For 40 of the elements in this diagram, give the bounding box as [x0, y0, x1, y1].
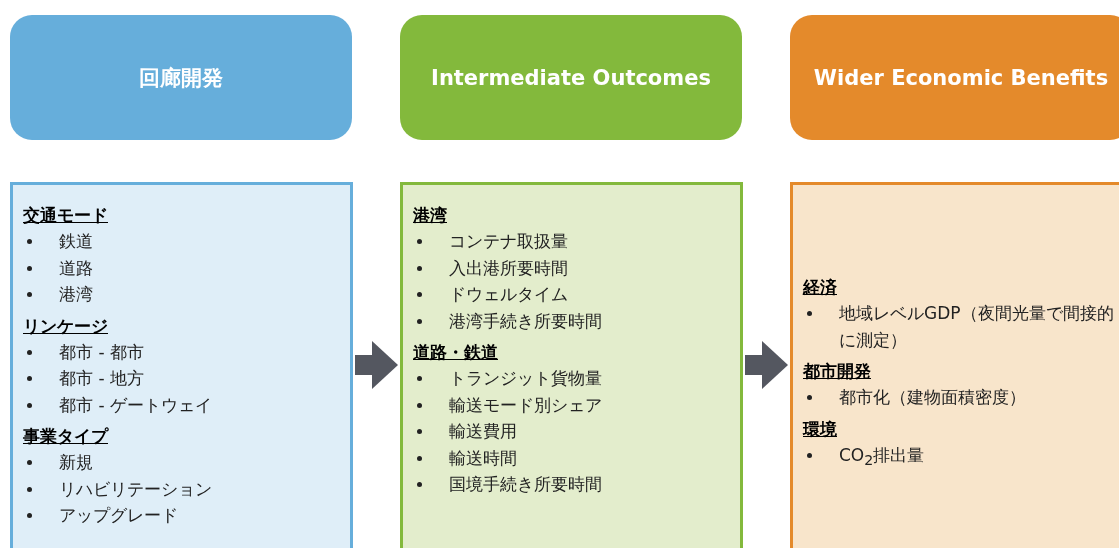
list-item: 道路: [59, 257, 93, 278]
list-item: 都市 - 都市: [59, 341, 144, 362]
list-item: 都市化（建物面積密度）: [839, 387, 1026, 407]
block-arrow: [355, 341, 398, 389]
list-item: 新規: [59, 452, 93, 472]
list-item: 輸送費用: [449, 421, 517, 441]
list-item: 都市 - ゲートウェイ: [59, 394, 212, 415]
section-heading: 交通モード: [23, 204, 108, 227]
stage-header-box: [10, 15, 352, 140]
content-panel: [10, 182, 353, 548]
stage-header-box: [790, 15, 1119, 140]
section-heading: 経済: [803, 276, 837, 299]
list-item: 輸送モード別シェア: [449, 394, 602, 415]
list-item: CO$_{2}$排出量: [839, 444, 925, 465]
stage-header-box: [400, 15, 742, 140]
block-arrow: [745, 341, 788, 389]
content-panel: [400, 182, 743, 548]
section-heading: 環境: [803, 417, 837, 441]
header-text: Wider Economic Benefits: [813, 65, 1109, 90]
list-item: 都市 - 地方: [59, 368, 144, 388]
section-heading: 事業タイプ: [23, 425, 108, 448]
list-item: 国境手続き所要時間: [449, 474, 602, 494]
list-item: 港湾: [59, 284, 93, 304]
list-item: 鉄道: [59, 231, 93, 251]
list-item: 地域レベルGDP（夜間光量で間接的に測定）: [839, 303, 1114, 350]
list-item: 輸送時間: [449, 447, 517, 468]
list-item: ドウェルタイム: [449, 284, 568, 304]
header-text: 回廊開発: [139, 64, 223, 92]
section-heading: 都市開発: [803, 360, 871, 383]
list-item: 港湾手続き所要時間: [449, 310, 602, 331]
list-item: リハビリテーション: [59, 478, 212, 499]
list-item: トランジット貨物量: [449, 368, 602, 388]
section-heading: 港湾: [413, 204, 447, 227]
content-panel: [790, 182, 1119, 548]
list-item: コンテナ取扱量: [449, 231, 568, 251]
header-text: Intermediate Outcomes: [431, 65, 711, 90]
section-heading: 道路・鉄道: [413, 341, 498, 364]
list-item: 入出港所要時間: [449, 257, 568, 278]
section-heading: リンケージ: [23, 314, 108, 338]
list-item: アップグレード: [59, 505, 178, 525]
